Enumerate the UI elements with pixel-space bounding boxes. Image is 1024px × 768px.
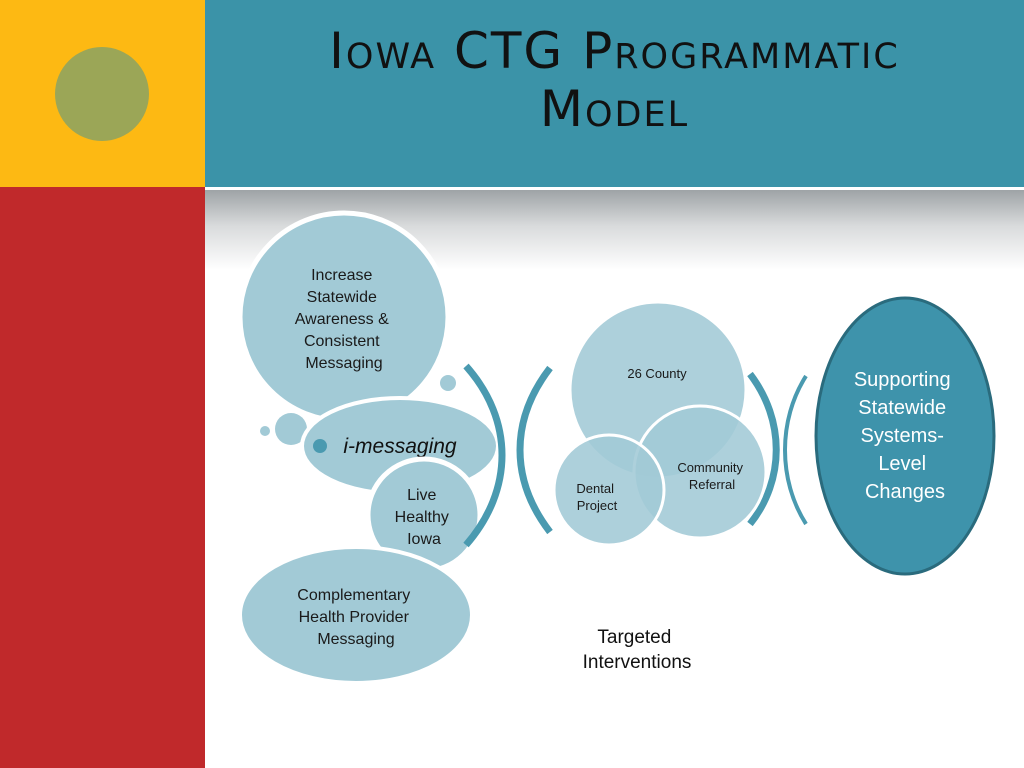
targeted-line: Targeted bbox=[597, 627, 671, 648]
complementary-line: Health Provider bbox=[299, 609, 410, 626]
awareness-line: Statewide bbox=[307, 289, 377, 306]
awareness-line: Messaging bbox=[305, 355, 382, 372]
title-line-1: Iowa CTG Programmatic bbox=[329, 22, 900, 80]
svg-text:Live Healthy Iowa: Live Healthy Iowa bbox=[395, 487, 454, 548]
olive-circle-decoration bbox=[55, 47, 149, 141]
programmatic-model-diagram: Increase Statewide Awareness & Consisten… bbox=[237, 210, 996, 685]
svg-text:Supporting Statewide: Supporting Statewide Systems- Level Chan… bbox=[854, 369, 956, 503]
svg-text:Targeted Interventions: Targeted Interventions bbox=[583, 627, 692, 673]
dental-line: Dental bbox=[576, 481, 614, 496]
community-line: Referral bbox=[689, 477, 735, 492]
red-side-bar bbox=[0, 187, 205, 768]
complementary-bubble: Complementary Health Provider Messaging bbox=[238, 545, 474, 685]
awareness-line: Consistent bbox=[304, 333, 380, 350]
connector-dot bbox=[260, 426, 270, 436]
bracket-arc bbox=[516, 365, 553, 535]
supporting-line: Statewide bbox=[858, 397, 946, 419]
title-banner bbox=[205, 0, 1024, 187]
live-healthy-line: Iowa bbox=[407, 531, 441, 548]
connector-dot bbox=[275, 413, 307, 445]
bracket-arc bbox=[783, 374, 808, 526]
supporting-line: Changes bbox=[865, 481, 945, 503]
bracket-arc bbox=[463, 363, 506, 548]
svg-text:Increase Statewide: Increase Statewide Awareness & Consisten… bbox=[295, 267, 393, 372]
bullet-dot bbox=[313, 439, 327, 453]
complementary-ellipse bbox=[238, 545, 474, 685]
svg-text:Dental Project: Dental Project bbox=[576, 481, 617, 513]
supporting-line: Systems- bbox=[861, 425, 944, 447]
connector-dots bbox=[260, 375, 456, 445]
dental-line: Project bbox=[577, 498, 618, 513]
live-healthy-line: Live bbox=[407, 487, 436, 504]
supporting-ellipse bbox=[814, 296, 996, 576]
supporting-line: Level bbox=[878, 453, 926, 475]
connector-dot bbox=[440, 375, 456, 391]
title-line-2: Model bbox=[539, 80, 690, 138]
county-label: 26 County bbox=[627, 366, 687, 381]
targeted-line: Interventions bbox=[583, 652, 692, 673]
complementary-line: Messaging bbox=[317, 631, 394, 648]
awareness-line: Increase bbox=[311, 267, 372, 284]
supporting-line: Supporting bbox=[854, 369, 951, 391]
svg-text:Complementary Health Pro: Complementary Health Provider Messaging bbox=[297, 587, 414, 648]
bracket-arcs bbox=[463, 363, 808, 548]
live-healthy-iowa-bubble: Live Healthy Iowa bbox=[365, 456, 483, 574]
supporting-systems-bubble: Supporting Statewide Systems- Level Chan… bbox=[814, 296, 996, 576]
targeted-interventions-venn: 26 County Community Referral Dental Proj… bbox=[552, 300, 768, 673]
bracket-arc bbox=[747, 371, 780, 527]
live-healthy-line: Healthy bbox=[395, 509, 449, 526]
awareness-line: Awareness & bbox=[295, 311, 389, 328]
complementary-line: Complementary bbox=[297, 587, 410, 604]
slide-title: Iowa CTG Programmatic Model bbox=[205, 22, 1024, 138]
awareness-bubble: Increase Statewide Awareness & Consisten… bbox=[237, 210, 451, 424]
svg-text:Community Referral: Community Referral bbox=[677, 460, 746, 492]
i-messaging-label: i-messaging bbox=[343, 435, 457, 458]
dental-project-circle bbox=[552, 433, 666, 547]
community-line: Community bbox=[677, 460, 743, 475]
